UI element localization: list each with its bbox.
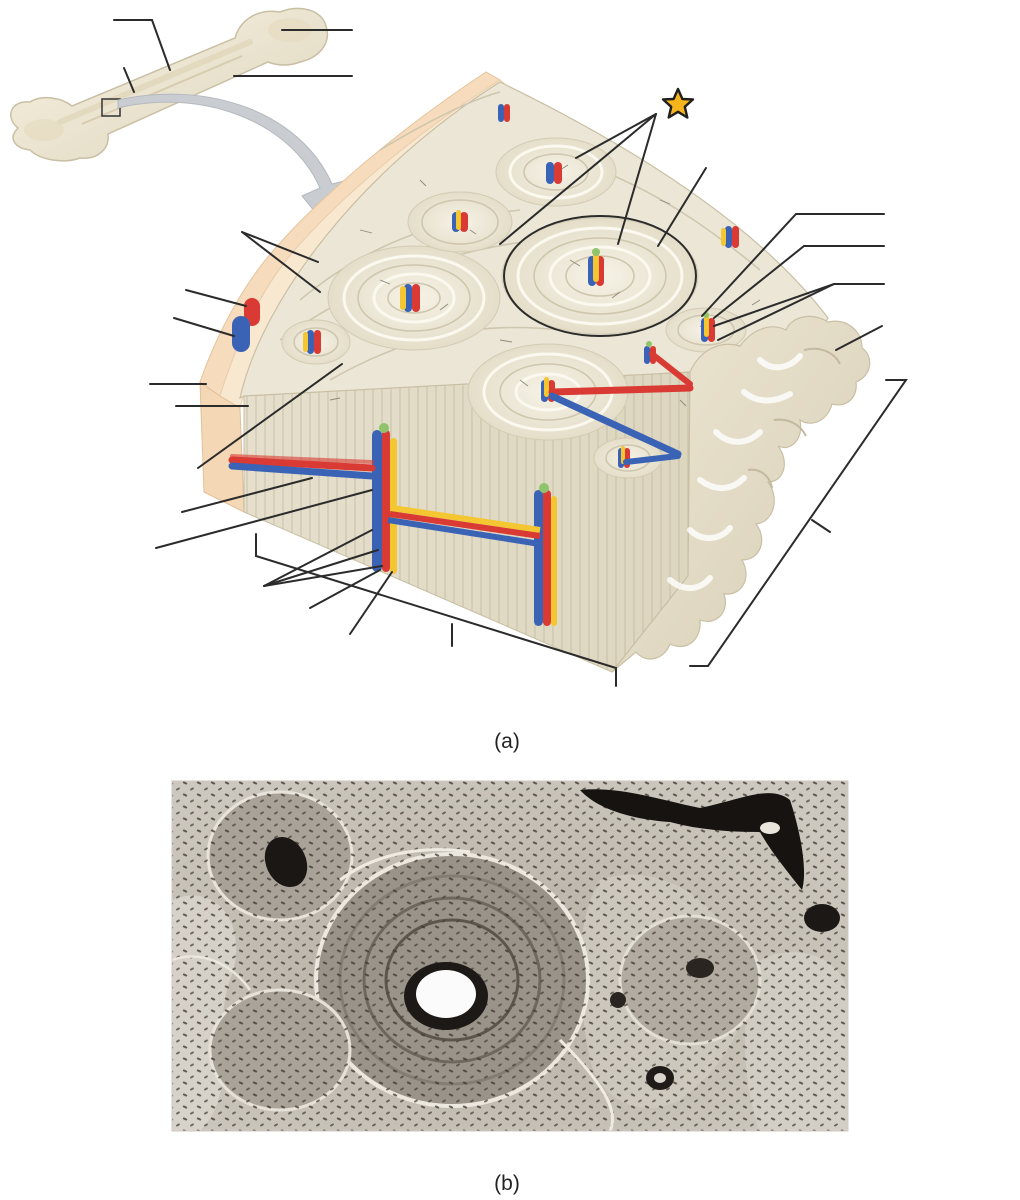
periosteal-vessels xyxy=(232,298,260,352)
star-icon xyxy=(661,87,695,119)
leader-lines xyxy=(113,19,908,687)
panel-a-label: (a) xyxy=(494,730,520,753)
central-canal-vessels xyxy=(303,104,739,468)
osteon-outline xyxy=(503,215,697,337)
spongy-bone xyxy=(611,315,871,673)
front-vessels xyxy=(228,423,557,626)
bone-block xyxy=(199,71,871,673)
micrograph xyxy=(172,781,848,1131)
long-bone xyxy=(10,7,329,162)
panel-b-label: (b) xyxy=(494,1172,520,1195)
